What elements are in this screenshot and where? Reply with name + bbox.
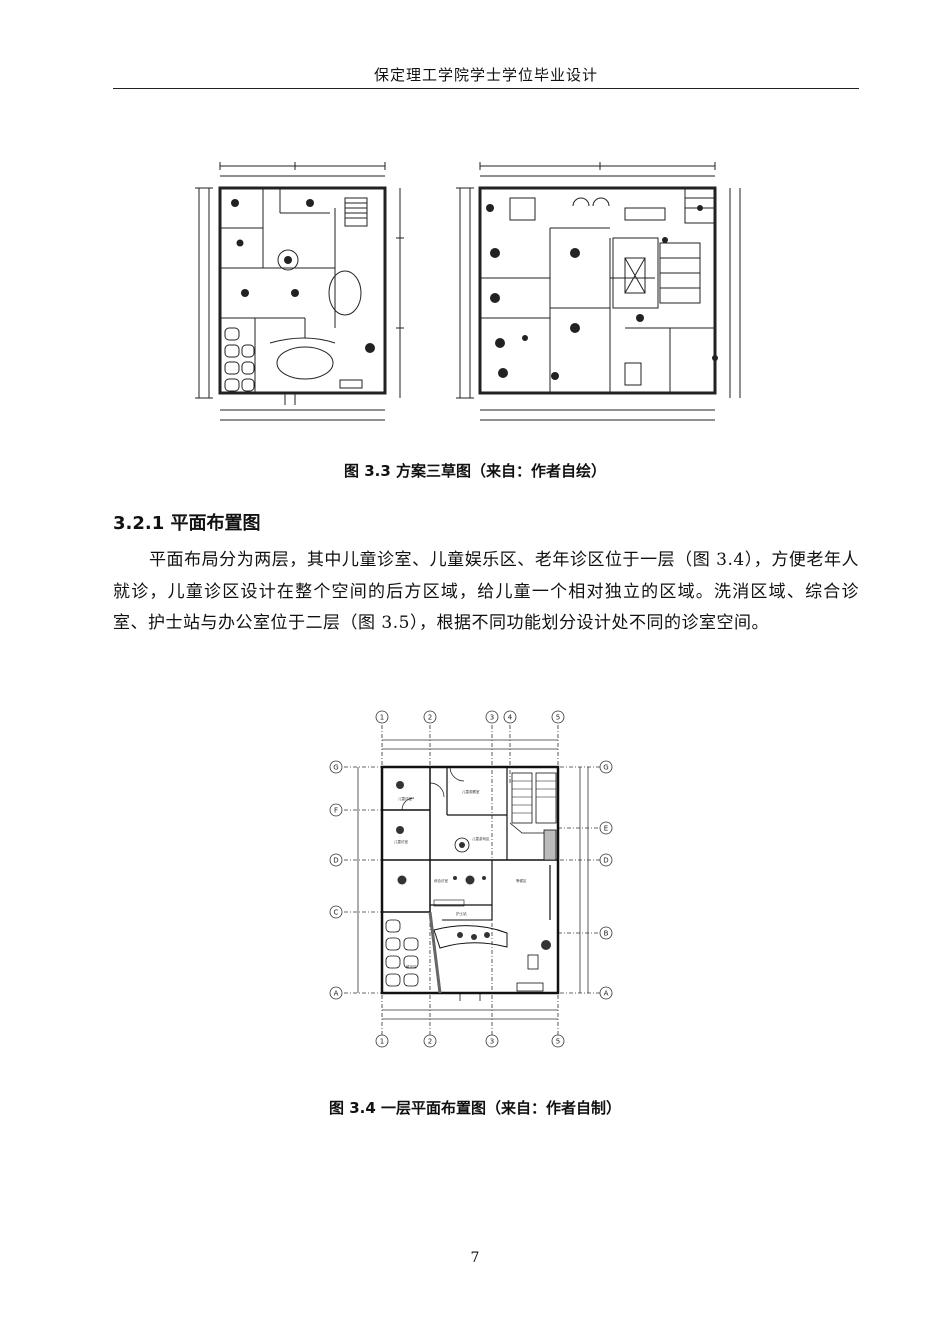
svg-text:儿童观察室: 儿童观察室 — [462, 789, 480, 794]
svg-text:候诊区: 候诊区 — [406, 964, 417, 969]
axis-bottom-3: 3 — [490, 1038, 494, 1046]
figure-3-3-caption: 图 3.3 方案三草图（来自：作者自绘） — [343, 462, 607, 480]
sketch-plan-right — [456, 162, 741, 421]
header-rule — [113, 88, 859, 89]
running-header: 保定理工学院学士学位毕业设计 — [373, 66, 598, 84]
svg-text:儿童诊室: 儿童诊室 — [398, 796, 412, 801]
axis-right-g: G — [603, 764, 608, 772]
figure-3-4-floor-plan: 儿童诊室儿童观察室 儿童游戏区儿童诊室 综合诊室等候区 候诊区护士站 1 2 3… — [329, 710, 613, 1048]
axis-right-a: A — [604, 990, 609, 998]
axis-top-3: 3 — [490, 714, 494, 722]
axis-bottom-2: 2 — [428, 1038, 432, 1046]
axis-top-2: 2 — [428, 714, 432, 722]
section-title: 3.2.1 平面布置图 — [113, 513, 261, 534]
svg-text:等候区: 等候区 — [516, 878, 527, 883]
axis-left-d: D — [333, 857, 338, 865]
figure-3-4-caption: 图 3.4 一层平面布置图（来自：作者自制） — [328, 1099, 622, 1117]
svg-text:护士站: 护士站 — [456, 911, 467, 916]
axis-top-4: 4 — [508, 714, 513, 722]
axis-right-e: E — [604, 825, 608, 833]
axis-left-a: A — [334, 990, 339, 998]
body-paragraph: 平面布局分为两层，其中儿童诊室、儿童娱乐区、老年诊区位于一层（图 3.4），方便… — [113, 550, 859, 633]
axis-right-d: D — [603, 857, 608, 865]
axis-left-c: C — [334, 909, 339, 917]
sketch-plan-left — [195, 162, 404, 421]
svg-text:儿童游戏区: 儿童游戏区 — [472, 836, 490, 841]
page-number: 7 — [470, 1250, 480, 1266]
axis-top-1: 1 — [380, 714, 384, 722]
axis-left-g: G — [333, 764, 338, 772]
axis-top-5: 5 — [556, 714, 560, 722]
axis-right-b: B — [604, 930, 609, 938]
axis-bottom-5: 5 — [556, 1038, 560, 1046]
figure-3-3-sketch-plans — [195, 162, 741, 421]
axis-left-f: F — [334, 807, 338, 815]
axis-bottom-1: 1 — [380, 1038, 384, 1046]
svg-text:综合诊室: 综合诊室 — [434, 878, 448, 883]
svg-text:儿童诊室: 儿童诊室 — [394, 839, 408, 844]
